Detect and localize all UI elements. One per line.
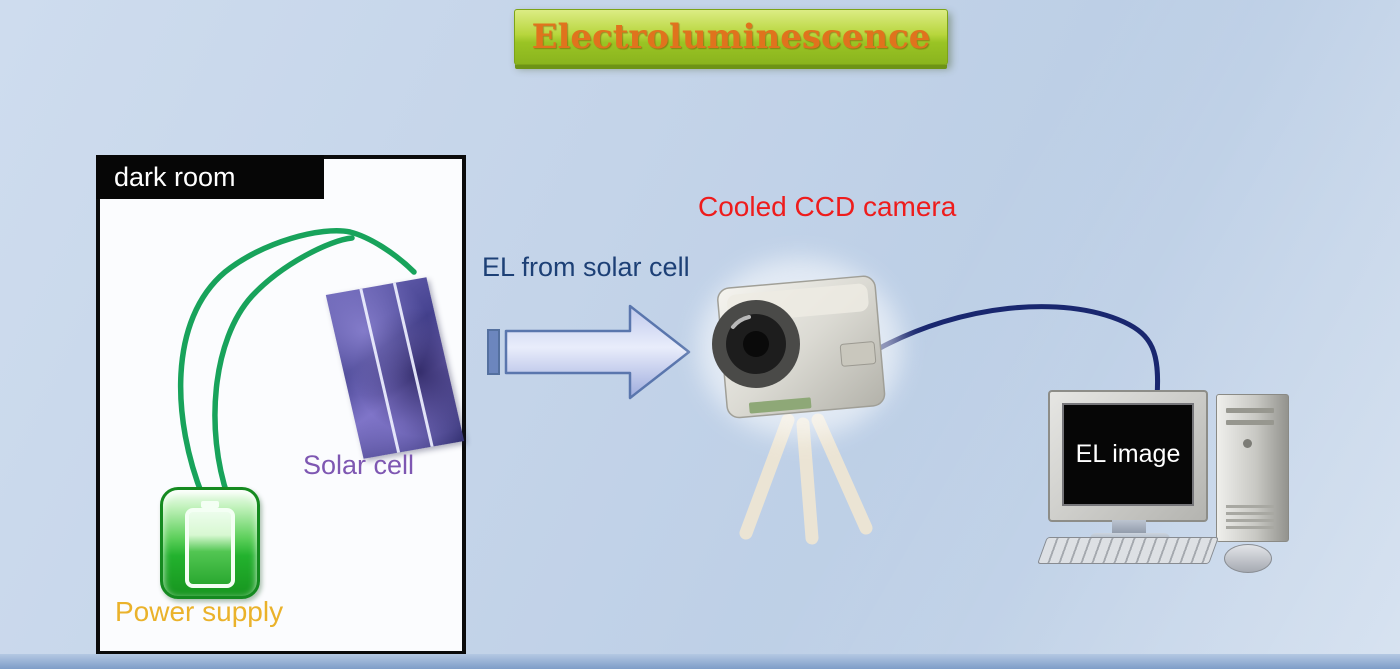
computer-tower [1216, 394, 1289, 542]
camera-tripod [739, 413, 873, 545]
flow-arrow-bar [487, 329, 500, 375]
power-wire-right [212, 235, 355, 500]
monitor-stand [1112, 520, 1146, 535]
power-wire-left [177, 228, 417, 500]
keyboard [1037, 537, 1219, 564]
tower-vents [1226, 505, 1274, 531]
tower-power-button [1243, 439, 1252, 448]
ccd-camera-label: Cooled CCD camera [698, 191, 957, 222]
computer-monitor: EL image [1048, 390, 1208, 522]
el-image-label: EL image [1075, 440, 1181, 468]
tower-drive-slot [1226, 420, 1274, 425]
camera-cable [877, 304, 1161, 400]
power-supply-icon [160, 487, 260, 599]
ccd-camera [698, 258, 902, 438]
flow-arrow [487, 304, 691, 400]
solar-cell-label: Solar cell [303, 450, 415, 480]
battery-icon [185, 508, 235, 589]
dark-room-label: dark room [96, 155, 324, 199]
flow-arrow-body [504, 304, 691, 400]
tower-drive-slot [1226, 408, 1274, 413]
dark-room-label-text: dark room [114, 161, 236, 192]
el-arrow-label: EL from solar cell [482, 252, 690, 282]
page-title: Electroluminescence [531, 17, 931, 57]
monitor-screen: EL image [1062, 403, 1194, 506]
power-wires [177, 228, 417, 500]
title-banner: Electroluminescence [514, 9, 948, 65]
mouse [1224, 544, 1272, 573]
bottom-edge [0, 654, 1400, 669]
power-supply-label: Power supply [115, 596, 284, 627]
